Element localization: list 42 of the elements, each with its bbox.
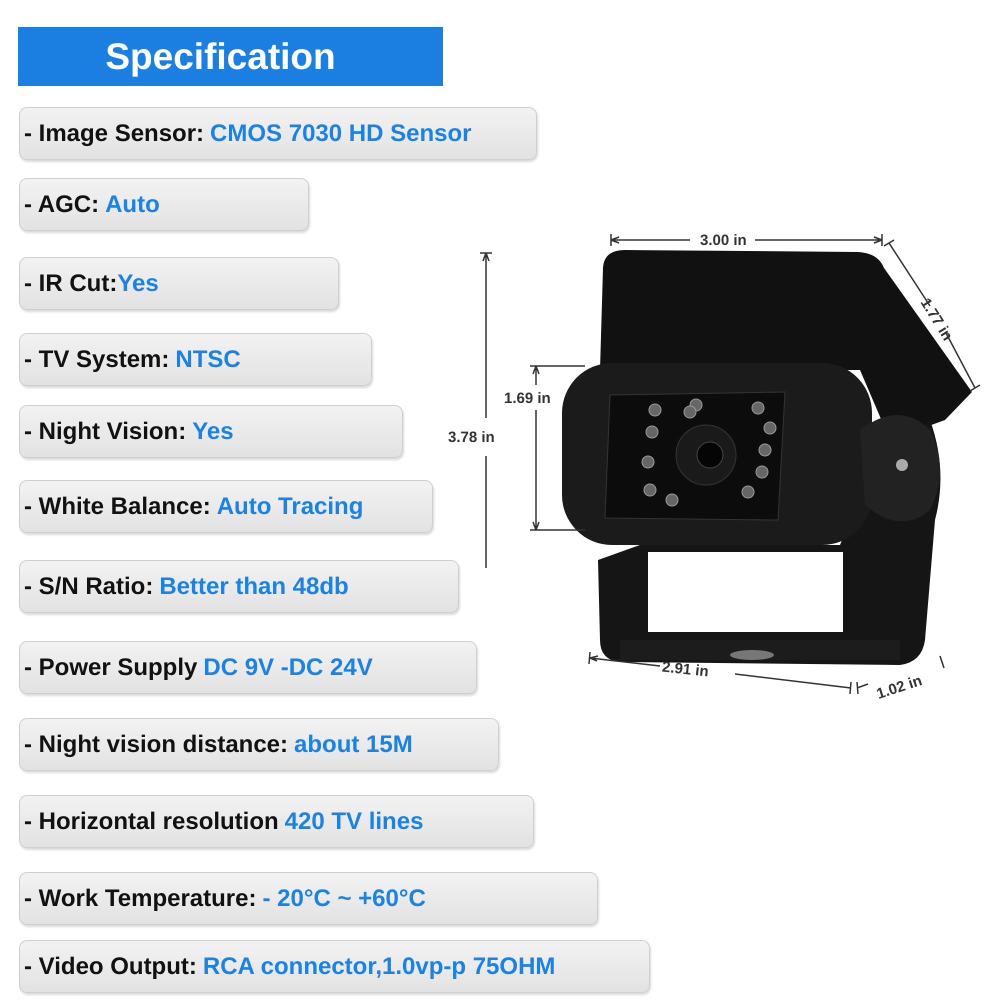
spec-label: - Night Vision: [24,418,186,446]
spec-row [19,178,309,231]
spec-value: NTSC [175,346,241,374]
spec-label: - Power Supply [24,654,198,682]
spec-row [19,333,372,386]
dimension-label: 1.02 in [874,673,924,702]
spec-value: RCA connector,1.0vp-p 75OHM [202,952,556,980]
spec-value: Yes [117,270,159,298]
spec-label: - S/N Ratio: [24,572,154,600]
title-banner: Specification [18,27,443,86]
dimension-label: 2.91 in [661,660,710,680]
dimension-label: 1.69 in [504,391,551,406]
spec-value: Better than 48db [159,572,349,600]
spec-row [19,560,459,613]
spec-row [19,641,477,694]
spec-label: - Image Sensor: [24,120,204,148]
spec-value: about 15M [294,730,413,758]
spec-value: - 20°C ~ +60°C [262,884,426,912]
spec-label: - Horizontal resolution [24,808,279,836]
dimension-label: 3.00 in [700,233,747,248]
spec-value: Auto Tracing [216,492,364,520]
spec-value: Yes [192,418,234,446]
spec-label: - TV System: [24,346,170,374]
spec-row [19,872,598,925]
spec-label: - AGC: [24,190,100,218]
spec-label: - Work Temperature: [24,884,256,912]
dimension-label: 3.78 in [448,430,495,445]
spec-label: - Night vision distance: [24,730,288,758]
spec-row [19,718,499,771]
spec-value: CMOS 7030 HD Sensor [210,120,472,148]
spec-value: Auto [105,190,160,218]
spec-value: 420 TV lines [284,808,424,836]
spec-row [19,940,650,993]
spec-row [19,107,537,160]
spec-value: DC 9V -DC 24V [203,654,373,682]
spec-label: - White Balance: [24,492,211,520]
spec-label: - IR Cut: [24,270,118,298]
spec-row [19,257,339,310]
spec-label: - Video Output: [24,952,197,980]
spec-row [19,795,534,848]
spec-row [19,405,403,458]
spec-row [19,480,433,533]
